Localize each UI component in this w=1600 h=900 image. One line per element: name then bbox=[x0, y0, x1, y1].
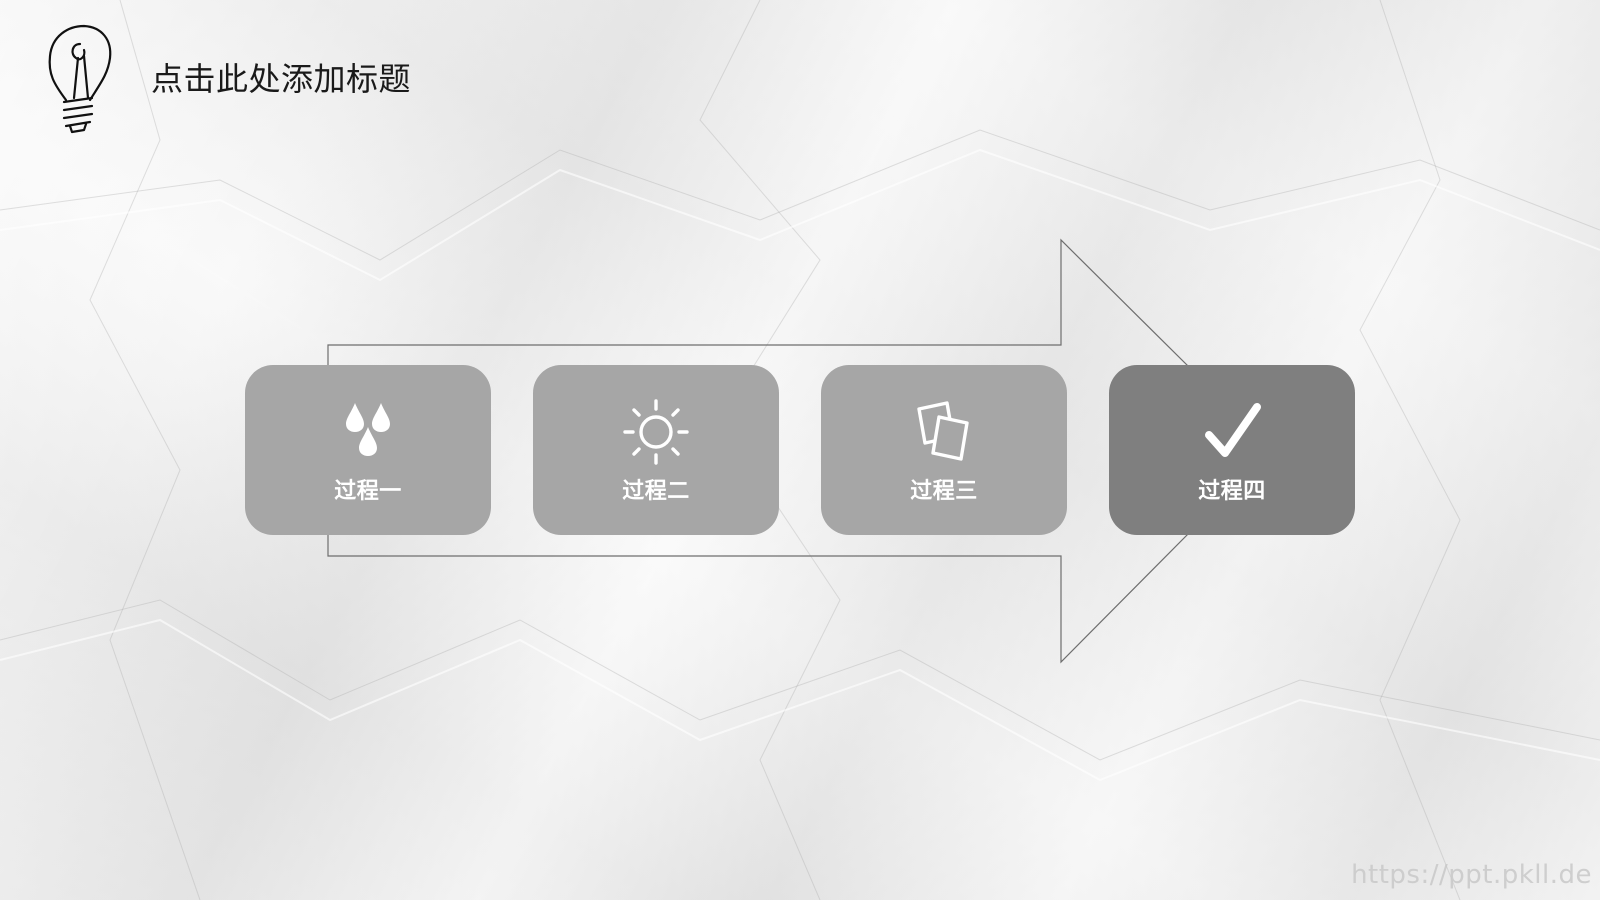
process-step-label: 过程一 bbox=[334, 479, 402, 504]
process-step-label: 过程四 bbox=[1198, 479, 1266, 504]
slide-title[interactable]: 点击此处添加标题 bbox=[151, 60, 412, 98]
process-step-label: 过程三 bbox=[910, 479, 978, 504]
lightbulb-icon bbox=[48, 24, 112, 134]
sun-icon bbox=[623, 399, 689, 465]
process-step-label: 过程二 bbox=[622, 479, 690, 504]
watermark-url: https://ppt.pkll.de bbox=[1351, 860, 1592, 890]
process-step-1[interactable]: 过程一 bbox=[245, 365, 491, 535]
process-step-2[interactable]: 过程二 bbox=[533, 365, 779, 535]
process-step-3[interactable]: 过程三 bbox=[821, 365, 1067, 535]
process-step-4[interactable]: 过程四 bbox=[1109, 365, 1355, 535]
cards-icon bbox=[917, 401, 969, 461]
water-drops-icon bbox=[346, 403, 390, 456]
checkmark-icon bbox=[1205, 403, 1261, 457]
